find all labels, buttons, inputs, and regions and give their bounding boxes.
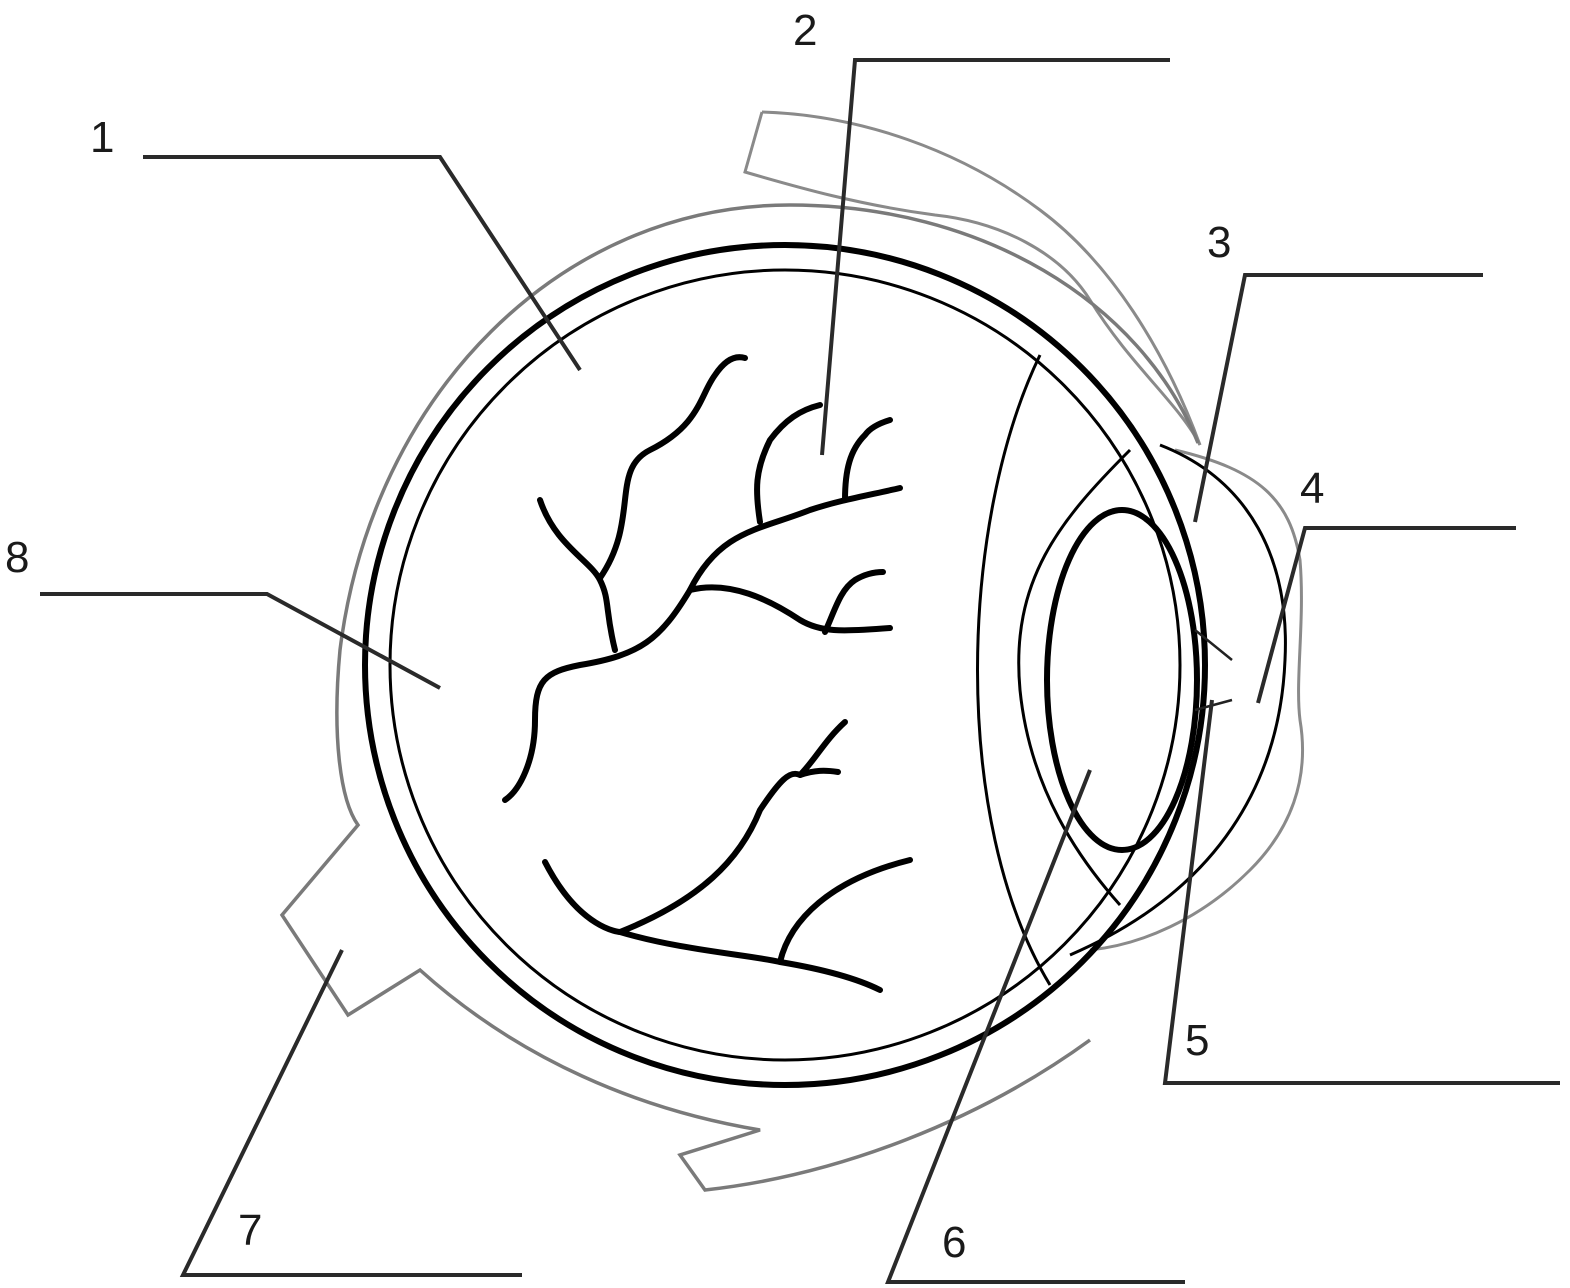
pupil-lines [1195,630,1232,710]
leader-8 [40,594,440,688]
leader-1 [143,157,580,370]
lens [1047,510,1197,850]
ciliary-arc [978,355,1051,985]
leader-3 [1195,275,1483,522]
retinal-vessels [505,357,910,990]
upper-eyelid-outline [745,112,1200,445]
label-5: 5 [1185,1016,1209,1065]
outer-sheath [282,205,1198,1190]
sclera-ring [365,245,1205,1085]
label-7: 7 [238,1206,262,1255]
leader-4 [1258,528,1516,703]
iris-arc-upper [1019,450,1130,905]
label-3: 3 [1207,218,1231,267]
leader-7 [183,950,522,1275]
label-1: 1 [90,113,114,162]
label-8: 8 [5,533,29,582]
label-6: 6 [942,1218,966,1267]
label-2: 2 [793,6,817,55]
label-4: 4 [1300,464,1324,513]
